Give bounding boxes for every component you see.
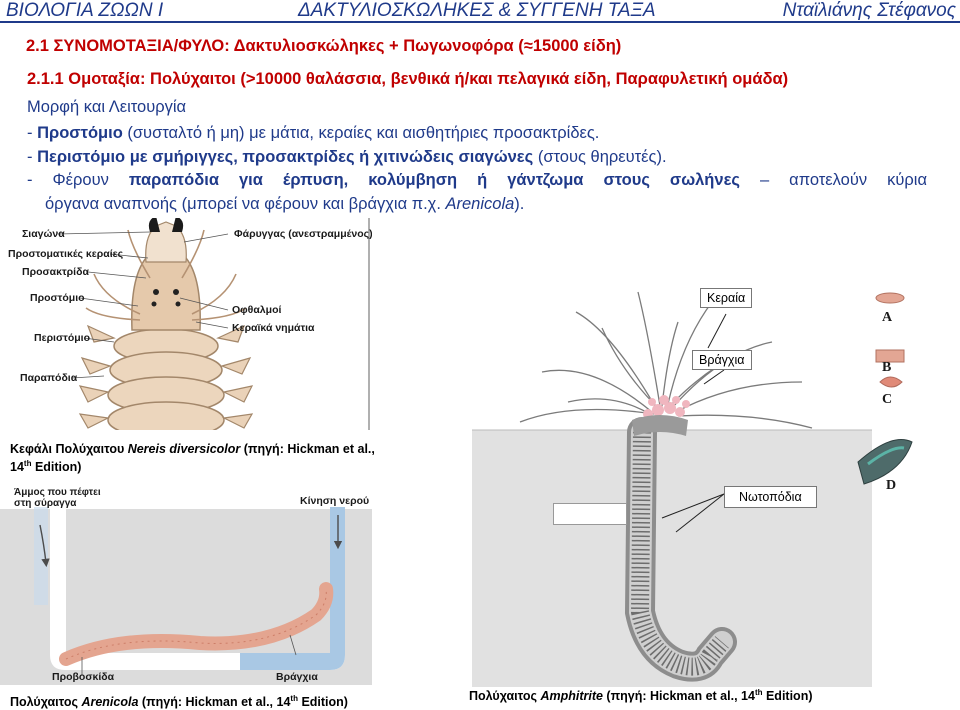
- bullet-item: - Προστόμιο (συσταλτό ή μη) με μάτια, κε…: [27, 124, 600, 142]
- caption-text: Edition): [297, 695, 348, 710]
- label-notopodia: Νωτοπόδια: [724, 486, 817, 508]
- caption-text: Edition): [762, 689, 813, 704]
- label-sand-falling: Άμμος που πέφτει στη σύραγγα: [14, 487, 101, 509]
- caption-sup: th: [290, 694, 298, 703]
- header-course-title: ΒΙΟΛΟΓΙΑ ΖΩΩΝ Ι: [6, 0, 164, 21]
- bullet-list: - Προστόμιο (συσταλτό ή μη) με μάτια, κε…: [27, 122, 927, 216]
- bullet-item: - Φέρουν παραπόδια για έρπυση, κολύμβηση…: [27, 171, 927, 189]
- section-heading: 2.1 ΣΥΝΟΜΟΤΑΞΙΑ/ΦΥΛΟ: Δακτυλιοσκώληκες +…: [26, 37, 622, 55]
- amphitrite-caption: Πολύχαιτος Amphitrite (πηγή: Hickman et …: [469, 688, 813, 703]
- specimen-c: [879, 376, 903, 388]
- caption-text: Κεφάλι Πολύχαιτου: [10, 442, 128, 456]
- label-tentacular-cirri: Κεραϊκά νημάτια: [232, 322, 315, 334]
- arenicola-caption: Πολύχαιτος Arenicola (πηγή: Hickman et a…: [10, 694, 348, 709]
- label-amphitrite-gills: Βράγχια: [692, 350, 752, 370]
- label-pharynx: Φάρυγγας (ανεστραμμένος): [234, 228, 372, 240]
- specimen-a: [875, 292, 905, 304]
- nereis-head-figure: Σιαγώνα Προστοματικές κεραίες Προσακτρίδ…: [0, 218, 372, 430]
- label-gills: Βράγχια: [276, 671, 318, 683]
- bullet-item: - Περιστόμιο με σμήριγγες, προσακτρίδες …: [27, 147, 667, 166]
- label-prostomium: Προστόμιο: [30, 292, 85, 304]
- arenicola-illustration: [0, 485, 372, 685]
- bullet-text: Φέρουν: [52, 171, 129, 189]
- label-antenna: Κεραία: [700, 288, 753, 308]
- caption-text: Edition): [31, 460, 82, 475]
- caption-sup: th: [23, 459, 32, 468]
- bullet-text: ).: [514, 194, 525, 213]
- bullet-text: (συσταλτό ή μη) με μάτια, κεραίες και αι…: [122, 124, 600, 142]
- label-water-flow: Κίνηση νερού: [300, 495, 370, 507]
- topic-heading: Μορφή και Λειτουργία: [27, 98, 187, 116]
- header-author: Νταϊλιάνης Στέφανος: [782, 0, 956, 21]
- caption-text: (πηγή: Hickman et al., 14: [138, 695, 291, 710]
- caption-species: Nereis diversicolor: [127, 442, 241, 456]
- amphitrite-illustration: [472, 232, 960, 687]
- caption-species: Arenicola: [81, 695, 139, 710]
- bullet-item-continuation: όργανα αναπνοής (μπορεί να φέρουν και βρ…: [27, 193, 927, 217]
- nereis-illustration: [0, 218, 372, 430]
- label-parapodia: Παραπόδια: [20, 372, 78, 384]
- bullet-species: Arenicola: [445, 194, 515, 213]
- label-prostomial-antennae: Προστοματικές κεραίες: [8, 248, 124, 260]
- nereis-caption-line2: 14th Edition): [10, 459, 81, 474]
- header-rule: [0, 21, 960, 23]
- subsection-heading: 2.1.1 Ομοταξία: Πολύχαιτοι (>10000 θαλάσ…: [27, 70, 789, 88]
- blank-label-box: [553, 503, 627, 525]
- label-eyes: Οφθαλμοί: [232, 304, 282, 316]
- bullet-text: όργανα αναπνοής (μπορεί να φέρουν και βρ…: [45, 194, 446, 213]
- bullet-term: Περιστόμιο με σμήριγγες, προσακτρίδες ή …: [37, 147, 534, 166]
- label-proboscis: Προβοσκίδα: [52, 671, 115, 683]
- bullet-text: – αποτελούν κύρια: [739, 171, 927, 189]
- specimen-label-b: B: [882, 360, 892, 375]
- header-chapter-title: ΔΑΚΤΥΛΙΟΣΚΩΛΗΚΕΣ & ΣΥΓΓΕΝΗ ΤΑΞΑ: [298, 0, 656, 21]
- caption-text: (πηγή: Hickman et al., 14: [602, 689, 755, 704]
- amphitrite-figure: A B C D: [472, 232, 960, 687]
- nereis-caption: Κεφάλι Πολύχαιτου Nereis diversicolor (π…: [10, 442, 375, 456]
- caption-text: Πολύχαιτος: [10, 695, 82, 710]
- specimen-d: [857, 439, 913, 485]
- caption-text: 14: [10, 460, 24, 475]
- caption-text: Πολύχαιτος: [469, 689, 541, 704]
- specimen-label-c: C: [882, 392, 893, 407]
- label-jaws: Σιαγώνα: [22, 228, 65, 240]
- specimen-label-a: A: [882, 310, 893, 325]
- caption-text: (πηγή: Hickman et al.,: [240, 442, 375, 456]
- caption-sup: th: [754, 688, 763, 697]
- specimen-label-d: D: [886, 478, 897, 493]
- label-peristomium: Περιστόμιο: [34, 332, 91, 344]
- label-palps: Προσακτρίδα: [22, 266, 89, 278]
- arenicola-figure: Άμμος που πέφτει στη σύραγγα Κίνηση νερο…: [0, 485, 372, 685]
- specimen-b: [875, 349, 905, 363]
- bullet-term: Προστόμιο: [37, 124, 123, 142]
- bullet-text: (στους θηρευτές).: [533, 147, 667, 166]
- bullet-term: παραπόδια για έρπυση, κολύμβηση ή γάντζω…: [128, 171, 740, 189]
- caption-species: Amphitrite: [540, 689, 603, 704]
